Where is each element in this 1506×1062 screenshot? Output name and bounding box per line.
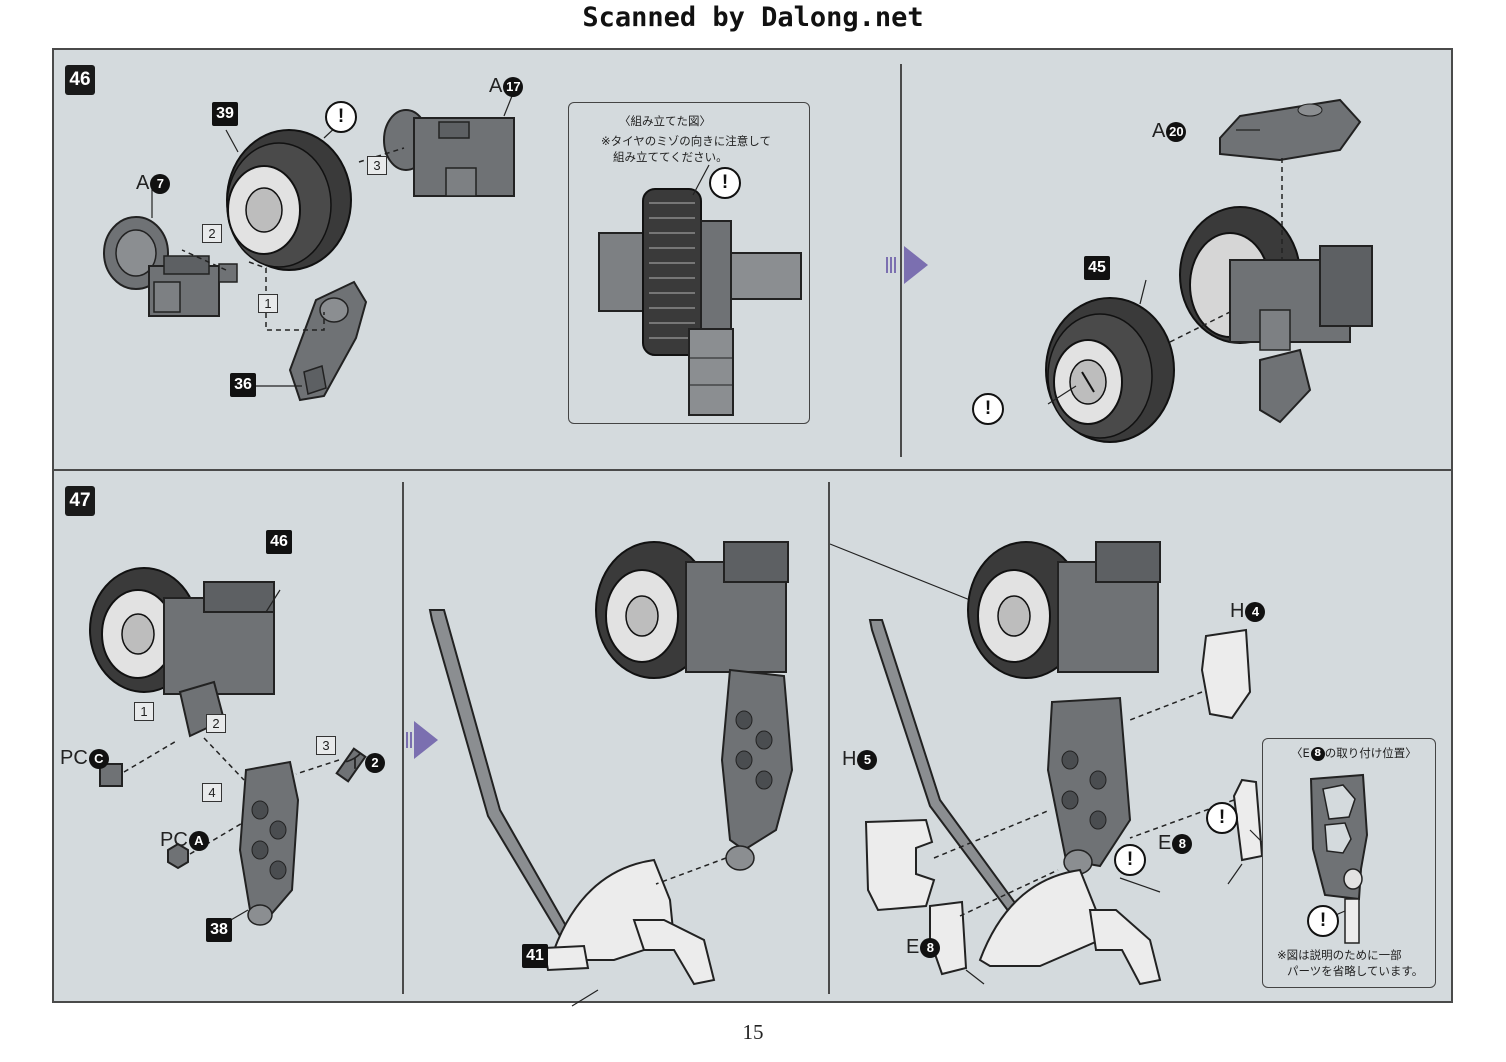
part-number-46: 46: [266, 530, 292, 554]
warning-icon: !: [972, 393, 1004, 425]
gearbox-a17-part: [383, 109, 515, 197]
sequence-marker-2: 2: [206, 714, 226, 733]
sequence-marker-1: 1: [134, 702, 154, 721]
sequence-marker-4: 4: [202, 783, 222, 802]
note-line: ※タイヤのミゾの向きに注意して: [601, 134, 771, 148]
wheel-body-part: [967, 541, 1161, 875]
step46-assembled-drawing: [1045, 98, 1373, 443]
note-line: パーツを省略しています。: [1287, 964, 1424, 978]
warning-icon: !: [1206, 802, 1238, 834]
page-number: 15: [742, 1020, 764, 1044]
step-divider: [54, 469, 1451, 471]
next-step-arrow: [414, 721, 438, 759]
scanner-watermark: Scanned by Dalong.net: [582, 2, 924, 33]
part-number-39: 39: [212, 102, 238, 126]
sequence-marker-2: 2: [202, 224, 222, 243]
assembly-guides: [181, 147, 405, 331]
note-line: ※図は説明のために一部: [1277, 948, 1402, 962]
sequence-marker-1: 1: [258, 294, 278, 313]
tire-39-part: [226, 129, 352, 271]
joint-36-part: [288, 280, 368, 402]
note-title: 〈組み立てた図〉: [619, 114, 711, 128]
stand-41-part: [542, 858, 716, 986]
warning-icon: !: [1307, 905, 1339, 937]
panel-divider: [828, 482, 830, 994]
warning-icon: !: [709, 167, 741, 199]
instruction-sheet: 46 47: [52, 48, 1453, 1007]
part-number-41: 41: [522, 944, 548, 968]
next-step-arrow: [904, 246, 928, 284]
assembly-guides: [1169, 158, 1283, 343]
cap-a20-part: [1219, 98, 1362, 162]
sequence-marker-3: 3: [316, 736, 336, 755]
note-line: 組み立ててください。: [613, 150, 728, 164]
panel-divider: [402, 482, 404, 994]
part-number-38: 38: [206, 918, 232, 942]
step46-exploded-drawing: [103, 95, 515, 402]
part-number-45: 45: [1084, 256, 1110, 280]
e8-position-drawing: [1309, 773, 1369, 944]
step47-exploded-drawing: [89, 567, 367, 926]
leg-38-part: [238, 760, 300, 926]
next-step-arrow-stem: [406, 732, 416, 748]
wheel-body-part: [595, 541, 794, 871]
warning-icon: !: [325, 101, 357, 133]
step47-armor-drawing: [829, 541, 1269, 986]
warning-icon: !: [1114, 844, 1146, 876]
step-number-46: 46: [65, 65, 95, 95]
part-number-36: 36: [230, 373, 256, 397]
assembled-wheel-drawing: [598, 164, 802, 416]
leader-lines: [1047, 129, 1260, 405]
panel-divider: [900, 64, 902, 457]
next-step-arrow-stem: [886, 257, 896, 273]
sequence-marker-3: 3: [367, 156, 387, 175]
step47-stand-drawing: [428, 541, 794, 1007]
assembly-guides: [123, 737, 340, 855]
assembly-46-part: [89, 567, 275, 738]
assembled-view-note: 〈組み立てた図〉 ※タイヤのミゾの向きに注意して 組み立ててください。 !: [568, 102, 810, 424]
wheel-body-part: [1179, 206, 1373, 424]
step-number-47: 47: [65, 486, 95, 516]
wheel-45-part: [1045, 297, 1175, 443]
